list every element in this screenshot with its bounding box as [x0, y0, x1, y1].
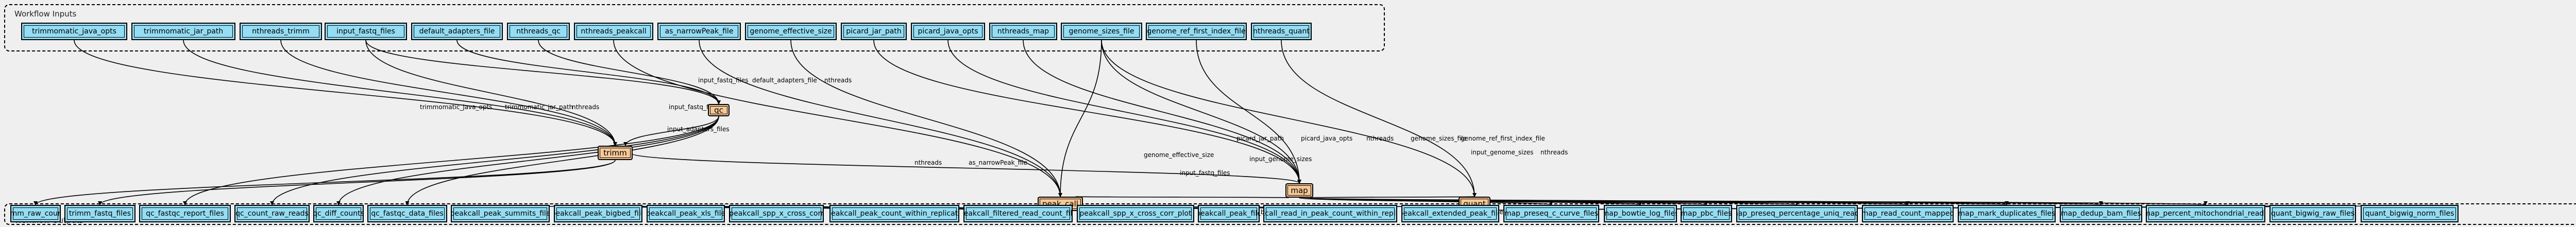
edge-label-trimm-jar: trimmomatic_jar_path — [505, 103, 573, 111]
e-in0-trimm — [74, 40, 617, 146]
output-qc-fastqc-report-files[interactable]: qc_fastqc_report_files — [139, 205, 231, 222]
e-qc-out5 — [405, 116, 719, 205]
output-peakcall-peak-xls-file[interactable]: peakcall_peak_xls_file — [647, 205, 725, 222]
output-qc-fastqc-data-files[interactable]: qc_fastqc_data_files — [367, 205, 447, 222]
edge-label-map-gsizes: genome_sizes_file — [1411, 135, 1467, 142]
workflow-inputs-title: Workflow Inputs — [14, 9, 77, 19]
e-in12-quant — [1101, 40, 1477, 197]
output-quant-bigwig-raw-files[interactable]: quant_bigwig_raw_files — [2269, 205, 2356, 222]
output-map-pbc-files[interactable]: map_pbc_files — [1681, 205, 1732, 222]
output-peakcall-extended-peak-file[interactable]: peakcall_extended_peak_file — [1401, 205, 1499, 222]
edge-label-qc-nthreads: nthreads — [824, 77, 852, 84]
input-nthreads-quant[interactable]: nthreads_quant — [1251, 23, 1312, 40]
output-map-read-count-mapped[interactable]: map_read_count_mapped — [1862, 205, 1954, 222]
edge-label-trimm-adapters: input_adapters_files — [667, 126, 730, 133]
e-map-pc — [1075, 196, 1290, 201]
input-genome-effective-size[interactable]: genome_effective_size — [745, 23, 837, 40]
e-map-out23 — [1299, 197, 2207, 205]
edge-label-pc-narrow: as_narrowPeak_file — [969, 159, 1027, 166]
e-in2-trimm — [280, 40, 617, 146]
output-qc-diff-counts[interactable]: qc_diff_counts — [313, 205, 364, 222]
e-in12-pc — [1058, 40, 1102, 197]
output-map-preseq-c-curve-files[interactable]: map_preseq_c_curve_files — [1503, 205, 1599, 222]
input-picard-java-opts[interactable]: picard_java_opts — [911, 23, 985, 40]
input-nthreads-trimm[interactable]: nthreads_trimm — [240, 23, 322, 40]
e-qc-out4 — [336, 116, 719, 205]
e-in9-map — [873, 40, 1301, 184]
edge-label-trimm-fastq: input_fastq_files — [669, 103, 719, 111]
e-in8-pc — [790, 40, 1062, 197]
edge-label-trimm-java: trimmomatic_java_opts — [420, 103, 492, 111]
e-in3-trimm — [365, 40, 617, 146]
output-map-percent-mitochondrial-reads[interactable]: map_percent_mitochondrial_reads — [2146, 205, 2265, 222]
output-map-dedup-bam-files[interactable]: map_dedup_bam_files — [2060, 205, 2142, 222]
edge-label-trimm-nthreads: nthreads — [572, 103, 599, 111]
e-in5-qc — [538, 40, 721, 104]
output-peakcall-filtered-read-count-file[interactable]: peakcall_filtered_read_count_file — [963, 205, 1073, 222]
output-quant-bigwig-norm-files[interactable]: quant_bigwig_norm_files — [2361, 205, 2459, 222]
edge-label-map-ref: genome_ref_first_index_file — [1461, 135, 1545, 142]
edge-label-pc-gsizes: input_genome_sizes — [1249, 155, 1312, 163]
edge-label-map-fastq: input_fastq_files — [1180, 169, 1230, 177]
output-peakcall-peak-bigbed-file[interactable]: peakcall_peak_bigbed_file — [554, 205, 642, 222]
task-map[interactable]: map — [1285, 183, 1313, 198]
task-trimm[interactable]: trimm — [598, 146, 633, 160]
output-peakcall-spp-x-cross-corr[interactable]: peakcall_spp_x_cross_corr — [729, 205, 824, 222]
e-trimm-map — [630, 152, 1301, 184]
output-peakcall-peak-count-within-replicate[interactable]: peakcall_peak_count_within_replicate — [829, 205, 959, 222]
output-map-bowtie-log-files[interactable]: map_bowtie_log_files — [1604, 205, 1677, 222]
edge-label-quant-nthreads: nthreads — [1540, 149, 1568, 156]
e-in1-trimm — [183, 40, 617, 146]
e-in10-map — [947, 40, 1301, 184]
output-map-preseq-percentage-uniq-reads[interactable]: map_preseq_percentage_uniq_reads — [1736, 205, 1858, 222]
task-qc[interactable]: qc — [708, 104, 730, 116]
e-in11-map — [1023, 40, 1301, 184]
output-peakcall-peak-summits-file[interactable]: peakcall_peak_summits_file — [451, 205, 550, 222]
e-qc-out2 — [183, 116, 719, 205]
output-peakcall-read-in-peak-count-within-replicate[interactable]: peakcall_read_in_peak_count_within_repli… — [1263, 205, 1397, 222]
input-nthreads-peakcall[interactable]: nthreads_peakcall — [574, 23, 653, 40]
input-nthreads-qc[interactable]: nthreads_qc — [507, 23, 570, 40]
output-peakcall-spp-x-cross-corr-plot[interactable]: peakcall_spp_x_cross_corr_plot — [1077, 205, 1194, 222]
output-trimm-raw-counts[interactable]: trimm_raw_counts — [10, 205, 61, 222]
workflow-inputs-cluster: Workflow Inputs — [4, 4, 1385, 51]
e-qc-out3 — [270, 116, 719, 205]
e-in6-pc — [613, 40, 1062, 197]
output-map-mark-duplicates-files[interactable]: map_mark_duplicates_files — [1958, 205, 2056, 222]
input-as-narrowPeak-file[interactable]: as_narrowPeak_file — [657, 23, 741, 40]
output-trimm-fastq-files[interactable]: trimm_fastq_files — [64, 205, 135, 222]
e-in13-map — [1196, 40, 1301, 184]
input-genome-sizes-file[interactable]: genome_sizes_file — [1061, 23, 1142, 40]
edge-label-quant-gsizes: input_genome_sizes — [1471, 149, 1533, 156]
e-qc-trimm — [623, 116, 719, 146]
input-picard-jar-path[interactable]: picard_jar_path — [841, 23, 907, 40]
e-trimm-out1 — [98, 160, 616, 205]
edge-label-pc-gsize: genome_effective_size — [1144, 151, 1214, 159]
edge-label-qc-adapters: default_adapters_file — [752, 77, 817, 84]
input-nthreads-map[interactable]: nthreads_map — [989, 23, 1057, 40]
e-in14-quant — [1281, 40, 1477, 197]
output-qc-count-raw-reads[interactable]: qc_count_raw_reads — [234, 205, 310, 222]
edge-label-qc-fastq: input_fastq_files — [698, 77, 749, 84]
e-in3-qc — [365, 40, 721, 104]
input-trimmomatic-jar-path[interactable]: trimmomatic_jar_path — [131, 23, 235, 40]
input-input-fastq-files[interactable]: input_fastq_files — [325, 23, 407, 40]
e-map-quant — [1309, 196, 1476, 201]
input-trimmomatic-java-opts[interactable]: trimmomatic_java_opts — [21, 23, 127, 40]
input-genome-ref-first-index-file[interactable]: genome_ref_first_index_file — [1146, 23, 1247, 40]
edge-label-map-nthreads: nthreads — [1366, 135, 1394, 142]
output-peakcall-peak-file[interactable]: peakcall_peak_file — [1198, 205, 1260, 222]
e-in12-map — [1101, 40, 1301, 184]
e-in7-pc — [699, 40, 1062, 197]
edge-label-pc-nthreads: nthreads — [914, 159, 942, 166]
input-default-adapters-file[interactable]: default_adapters_file — [411, 23, 503, 40]
edge-label-map-picard-opts: picard_java_opts — [1301, 135, 1352, 142]
edge-label-map-picard-jar: picard_jar_path — [1236, 135, 1284, 142]
e-trimm-out0 — [33, 160, 616, 205]
